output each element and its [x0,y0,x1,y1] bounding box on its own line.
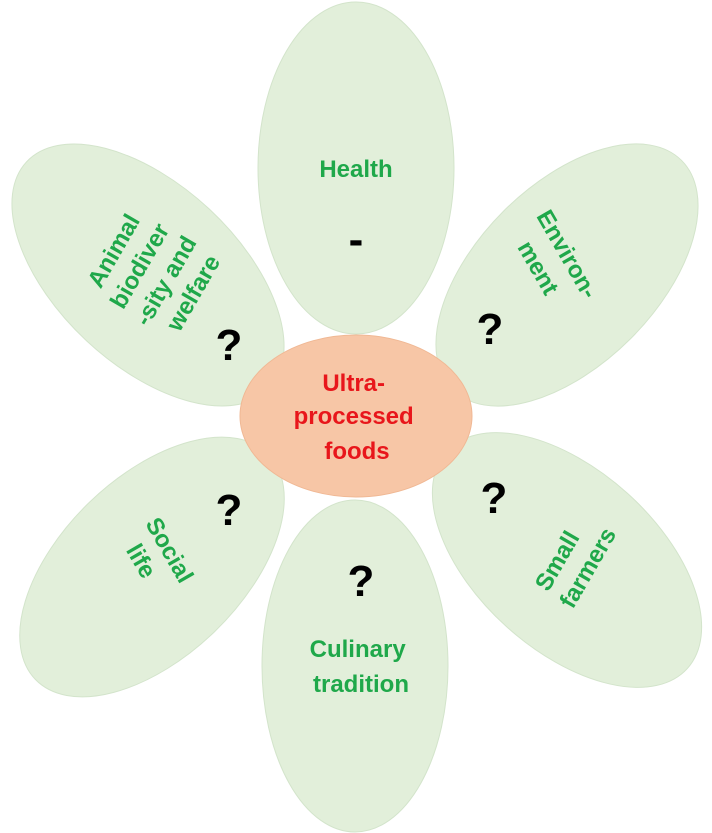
center-label-line: Ultra- [322,370,385,397]
social-mark: ? [216,486,243,535]
health-label-line: Health [319,156,392,183]
center-label-line: processed [294,403,414,430]
environment-mark: ? [477,305,504,354]
culinary-label-line: Culinary [310,636,407,663]
flower-center [239,334,473,498]
petal-culinary [261,499,449,833]
animal-mark: ? [216,321,243,370]
culinary-mark: ? [348,557,375,606]
health-mark: - [349,215,364,264]
small-farmers-mark: ? [481,474,508,523]
petal-health [257,1,455,335]
culinary-label: Culinary tradition [310,636,413,698]
health-label: Health [319,156,392,183]
center-label-line: foods [324,438,389,465]
center-label: Ultra- processed foods [294,370,421,465]
culinary-label-line: tradition [313,671,409,698]
